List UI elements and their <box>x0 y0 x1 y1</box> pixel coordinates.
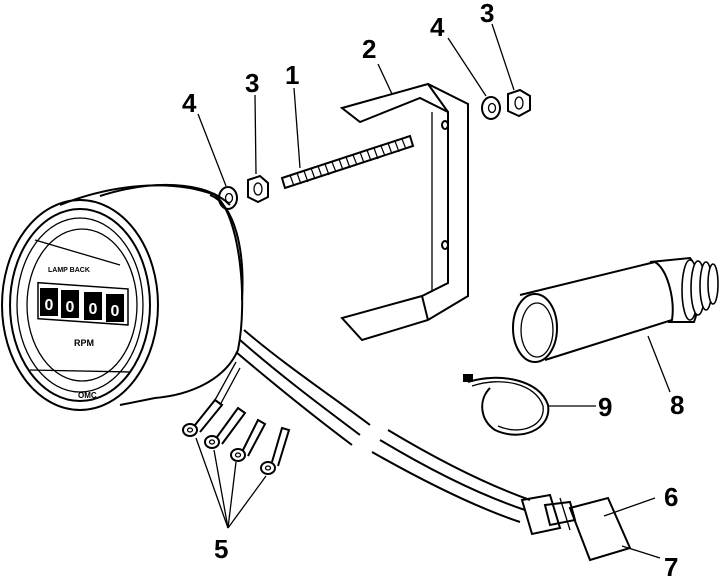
digit-1-text: 0 <box>45 297 54 314</box>
callout-3-left: 3 <box>245 68 259 98</box>
callout-4-left: 4 <box>182 88 197 118</box>
leader-lines <box>195 23 671 559</box>
nut-left <box>247 174 269 204</box>
rubber-boot <box>512 256 719 363</box>
wire-harness <box>235 329 531 523</box>
digital-display: 0 0 0 0 <box>37 281 129 326</box>
threaded-stud <box>280 134 415 190</box>
gauge-brand-label: OMC <box>78 391 97 400</box>
gauge-bezel <box>1 199 159 411</box>
tie-strap <box>463 374 550 436</box>
nut-right <box>507 88 531 118</box>
gauge-label-top: LAMP BACK <box>48 267 90 274</box>
washer-right <box>481 96 501 120</box>
callout-7: 7 <box>664 552 678 579</box>
callout-1: 1 <box>285 60 299 90</box>
digit-3 <box>84 292 102 320</box>
callout-8: 8 <box>670 390 684 420</box>
digit-2 <box>61 290 79 318</box>
digit-1 <box>40 288 58 316</box>
callout-2: 2 <box>362 34 376 64</box>
tachometer-gauge: 0 0 0 0 LAMP BACK RPM OMC <box>1 183 244 411</box>
callout-4-right: 4 <box>430 12 445 42</box>
callout-5: 5 <box>214 534 228 564</box>
callout-9: 9 <box>598 392 612 422</box>
callout-3-right: 3 <box>480 0 494 28</box>
digit-4 <box>106 294 124 322</box>
gauge-unit-label: RPM <box>74 338 94 348</box>
digit-2-text: 0 <box>66 299 75 316</box>
mounting-bracket <box>339 82 469 342</box>
connector-plug <box>520 493 632 562</box>
ring-terminals <box>182 361 291 475</box>
digit-3-text: 0 <box>89 301 98 318</box>
digit-4-text: 0 <box>111 303 120 320</box>
washer-left <box>218 186 238 210</box>
callout-6: 6 <box>664 482 678 512</box>
